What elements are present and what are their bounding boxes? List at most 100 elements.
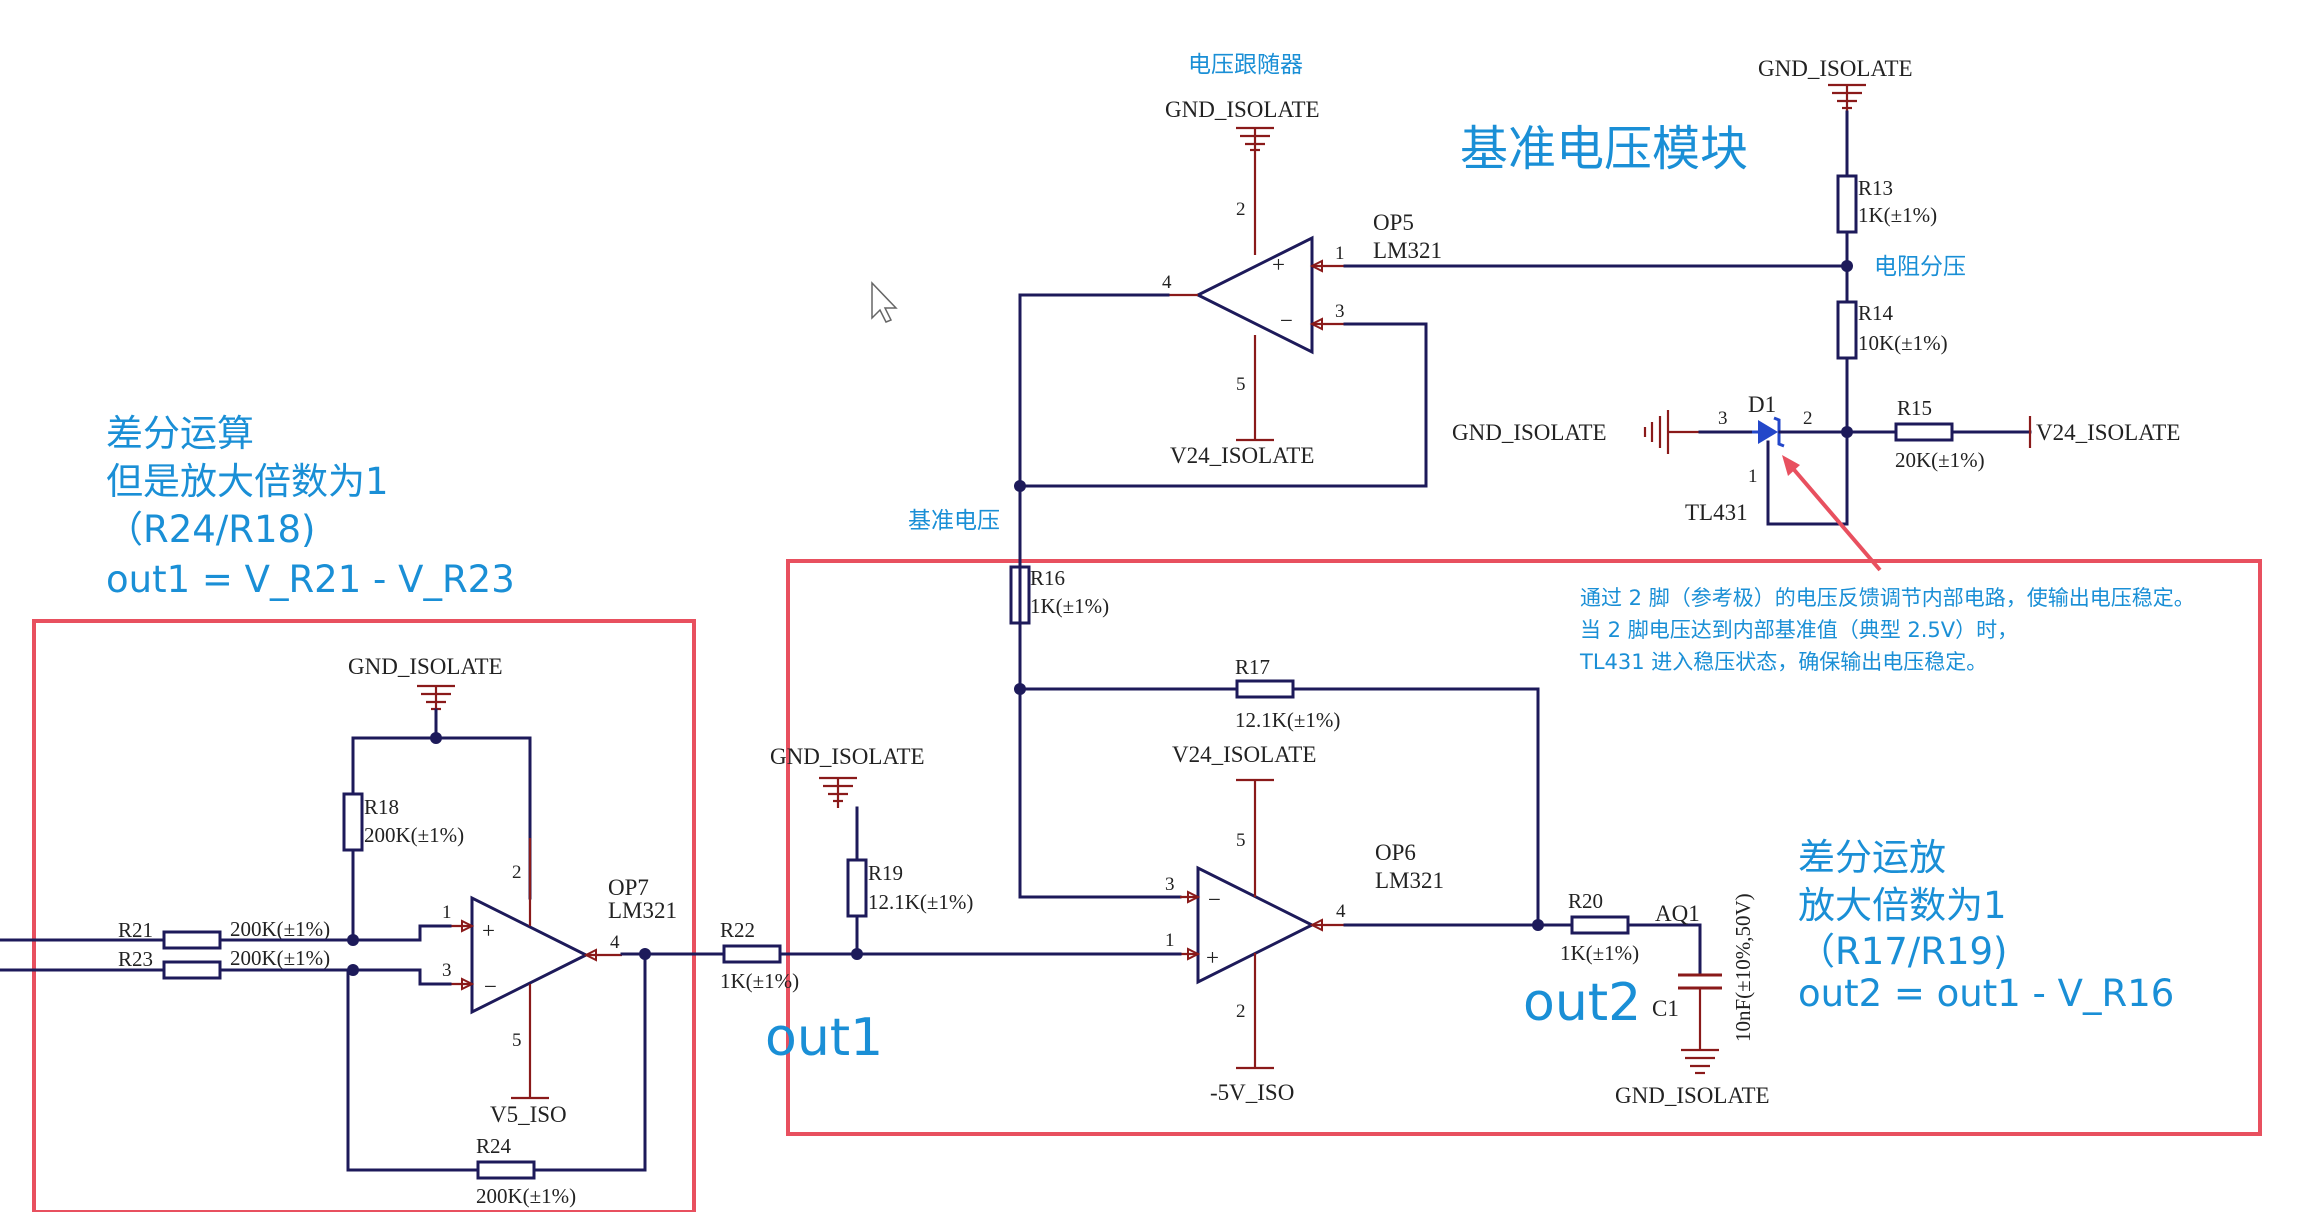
vref-label: 基准电压: [908, 508, 1000, 534]
op5-ref: OP5: [1373, 210, 1414, 235]
vneg5-label: -5V_ISO: [1210, 1080, 1294, 1105]
op5-pin1-label: 1: [1335, 243, 1345, 264]
tl431-note-line3: TL431 进入稳压状态，确保输出电压稳定。: [1579, 650, 1987, 674]
r18-body: [342, 792, 364, 852]
gnd-symbol-r19: [819, 776, 857, 808]
gnd-label-r19: GND_ISOLATE: [770, 744, 925, 769]
v24-label-r15: V24_ISOLATE: [2036, 420, 2180, 445]
r22-ref: R22: [720, 918, 755, 942]
diff-amp2-note-line2: 放大倍数为1: [1798, 884, 2007, 927]
op6-pin5-label: 5: [1236, 830, 1246, 851]
r23-body: [162, 960, 222, 980]
gnd-label-d1: GND_ISOLATE: [1452, 420, 1607, 445]
r13-ref: R13: [1858, 176, 1893, 200]
d1-pin1-label: 1: [1748, 466, 1758, 487]
r19-body: [846, 858, 868, 918]
aq1-ref: AQ1: [1655, 901, 1700, 926]
out2-label: out2: [1523, 973, 1641, 1033]
op7-pin2-label: 2: [512, 862, 522, 883]
r21-ref: R21: [118, 918, 153, 942]
r17-ref: R17: [1235, 655, 1270, 679]
d1-part: TL431: [1685, 500, 1748, 525]
r18-value: 200K(±1%): [364, 823, 464, 847]
r23-value: 200K(±1%): [230, 946, 330, 970]
gnd-symbol-r13: [1828, 83, 1866, 112]
op5-plus-sign: +: [1272, 252, 1285, 277]
gnd-symbol-op5: [1236, 126, 1274, 152]
diff-amp1-note-line2: 但是放大倍数为1: [106, 460, 389, 503]
voltage-follower-title: 电压跟随器: [1188, 52, 1303, 78]
r15-ref: R15: [1897, 396, 1932, 420]
diff-amp2-note-line4: out2 = out1 - V_R16: [1798, 972, 2174, 1015]
r16-ref: R16: [1030, 566, 1065, 590]
op7-pin3-label: 3: [442, 960, 452, 981]
r21-body: [162, 930, 222, 950]
diff-amp1-note-line4: out1 = V_R21 - V_R23: [106, 558, 515, 601]
r24-ref: R24: [476, 1134, 512, 1158]
c1-ref: C1: [1652, 996, 1679, 1021]
diff-amp2-note-line3: （R17/R19): [1798, 930, 2007, 973]
gnd-label-op7: GND_ISOLATE: [348, 654, 503, 679]
r14-body: [1836, 300, 1858, 360]
op6-ref: OP6: [1375, 840, 1416, 865]
d1-pin3-label: 3: [1718, 408, 1728, 429]
op5-part: LM321: [1373, 238, 1442, 263]
r13-value: 1K(±1%): [1858, 203, 1937, 227]
op7-pin1-label: 1: [442, 902, 452, 923]
op6-pin2-label: 2: [1236, 1001, 1246, 1022]
r20-ref: R20: [1568, 889, 1603, 913]
r14-ref: R14: [1858, 301, 1894, 325]
op6-part: LM321: [1375, 868, 1444, 893]
op5-follower: + − 1 3 4 2 5 OP5 LM321: [1162, 150, 1442, 440]
op7-amplifier: + − 1 3 4 2 5 OP7 LM321: [442, 838, 677, 1098]
r18-ref: R18: [364, 795, 399, 819]
op6-amplifier: − + 3 1 4 5 2 OP6 LM321: [1165, 780, 1444, 1068]
r23-ref: R23: [118, 947, 153, 971]
highlight-box-diff-amp-1: [32, 619, 696, 1212]
annotation-arrow-head: [1782, 455, 1800, 476]
r21-value: 200K(±1%): [230, 917, 330, 941]
c1-value: 10nF(±10%,50V): [1731, 893, 1755, 1042]
module-title: 基准电压模块: [1460, 121, 1748, 177]
op7-part: LM321: [608, 898, 677, 923]
diff-amp2-note-line1: 差分运放: [1798, 836, 1946, 879]
op6-pin4-label: 4: [1336, 901, 1346, 922]
r20-body: [1570, 915, 1630, 935]
v24-label-op5: V24_ISOLATE: [1170, 443, 1314, 468]
op5-pin5-label: 5: [1236, 374, 1246, 395]
gnd-label-r13: GND_ISOLATE: [1758, 56, 1913, 81]
out1-label: out1: [765, 1008, 883, 1068]
gnd-symbol-d1: [1643, 410, 1700, 454]
v24-label-op6: V24_ISOLATE: [1172, 742, 1316, 767]
r17-value: 12.1K(±1%): [1235, 708, 1340, 732]
mouse-cursor-icon: [871, 281, 898, 323]
op7-ref: OP7: [608, 875, 649, 900]
d1-pin2-label: 2: [1803, 408, 1813, 429]
op5-pin2-label: 2: [1236, 199, 1246, 220]
r14-value: 10K(±1%): [1858, 331, 1948, 355]
gnd-symbol-c1: [1681, 1048, 1719, 1075]
r15-body: [1894, 422, 1954, 442]
r20-value: 1K(±1%): [1560, 941, 1639, 965]
op7-minus-sign: −: [484, 974, 497, 999]
op5-pin3-label: 3: [1335, 301, 1345, 322]
op7-plus-sign: +: [482, 918, 495, 943]
r15-value: 20K(±1%): [1895, 448, 1985, 472]
op7-pin5-label: 5: [512, 1030, 522, 1051]
divider-label: 电阻分压: [1874, 254, 1966, 280]
r16-value: 1K(±1%): [1030, 594, 1109, 618]
diff-amp1-note-line3: （R24/R18): [106, 508, 315, 551]
gnd-symbol-op7: [417, 684, 455, 711]
op7-pin4-label: 4: [610, 932, 620, 953]
c1-capacitor: [1678, 973, 1722, 990]
r19-value: 12.1K(±1%): [868, 890, 973, 914]
op6-pin3-label: 3: [1165, 874, 1175, 895]
tl431-note-line2: 当 2 脚电压达到内部基准值（典型 2.5V）时，: [1580, 618, 2018, 642]
r13-body: [1836, 174, 1858, 234]
r22-value: 1K(±1%): [720, 969, 799, 993]
r19-ref: R19: [868, 861, 903, 885]
r24-value: 200K(±1%): [476, 1184, 576, 1208]
v5-label: V5_ISO: [490, 1102, 567, 1127]
op6-pin1-label: 1: [1165, 930, 1175, 951]
